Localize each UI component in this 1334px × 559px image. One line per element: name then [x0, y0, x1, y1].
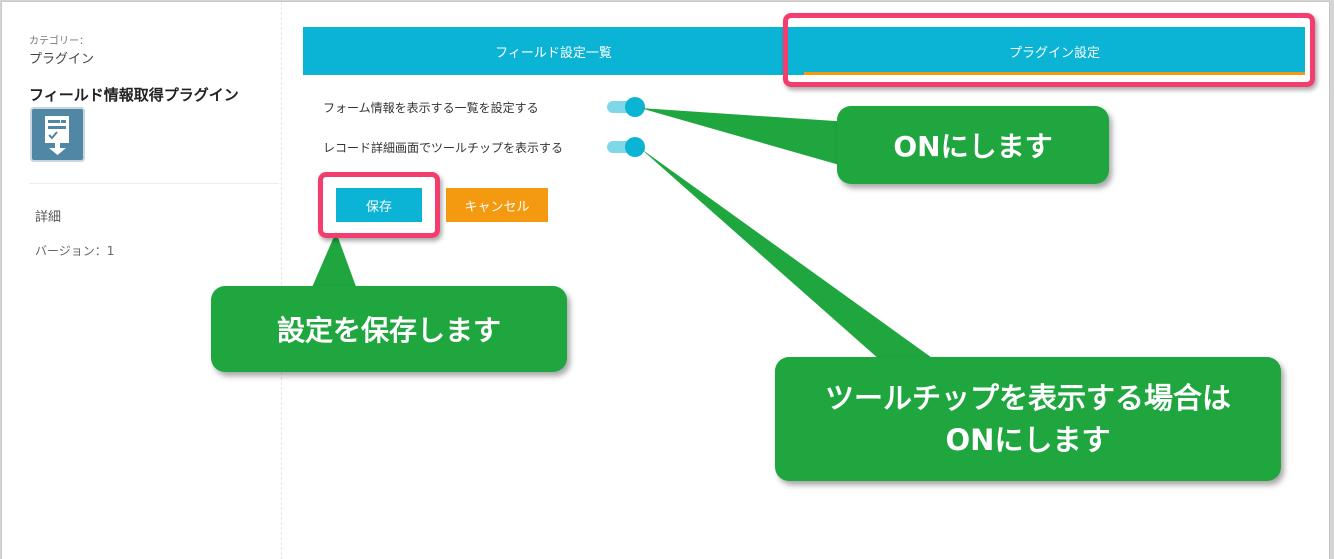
callout-tooltip-line2: ONにします — [945, 423, 1111, 457]
version-text: バージョン：1 — [35, 244, 115, 258]
setting-tooltip-label: レコード詳細画面でツールチップを表示する — [323, 141, 564, 155]
callout-tooltip-line1: ツールチップを表示する場合は — [824, 380, 1231, 415]
callout-toggle-on: ONにします — [837, 106, 1109, 184]
pointer-save — [310, 232, 358, 292]
tab-bar: フィールド設定一覧 プラグイン設定 — [303, 27, 1305, 75]
pointer-toggle-on — [640, 108, 850, 168]
toggle-knob — [625, 137, 645, 157]
tooltip-toggle[interactable] — [605, 137, 645, 157]
sidebar-divider — [29, 183, 279, 184]
plugin-icon — [30, 107, 85, 162]
tab-field-settings-list[interactable]: フィールド設定一覧 — [495, 45, 612, 61]
setting-form-info-list-label: フォーム情報を表示する一覧を設定する — [323, 101, 539, 115]
save-button[interactable]: 保存 — [336, 188, 422, 222]
category-label: カテゴリー： — [29, 36, 89, 47]
detail-link[interactable]: 詳細 — [35, 210, 62, 225]
toggle-knob — [625, 97, 645, 117]
callout-save: 設定を保存します — [211, 286, 567, 372]
form-info-list-toggle[interactable] — [605, 97, 645, 117]
save-highlight-box — [318, 172, 440, 238]
tab-plugin-settings[interactable]: プラグイン設定 — [804, 27, 1305, 75]
callout-tooltip: ツールチップを表示する場合は ONにします — [775, 357, 1281, 481]
callout-save-text: 設定を保存します — [276, 314, 501, 347]
pointer-tooltip — [640, 148, 935, 360]
tab-highlight-box — [783, 13, 1315, 87]
callout-toggle-on-text: ONにします — [893, 130, 1053, 163]
category-value: プラグイン — [29, 52, 95, 67]
cancel-button[interactable]: キャンセル — [446, 188, 548, 222]
plugin-name: フィールド情報取得プラグイン — [29, 86, 239, 104]
sidebar: カテゴリー： プラグイン フィールド情報取得プラグイン 詳細 バージョン：1 — [2, 2, 282, 559]
